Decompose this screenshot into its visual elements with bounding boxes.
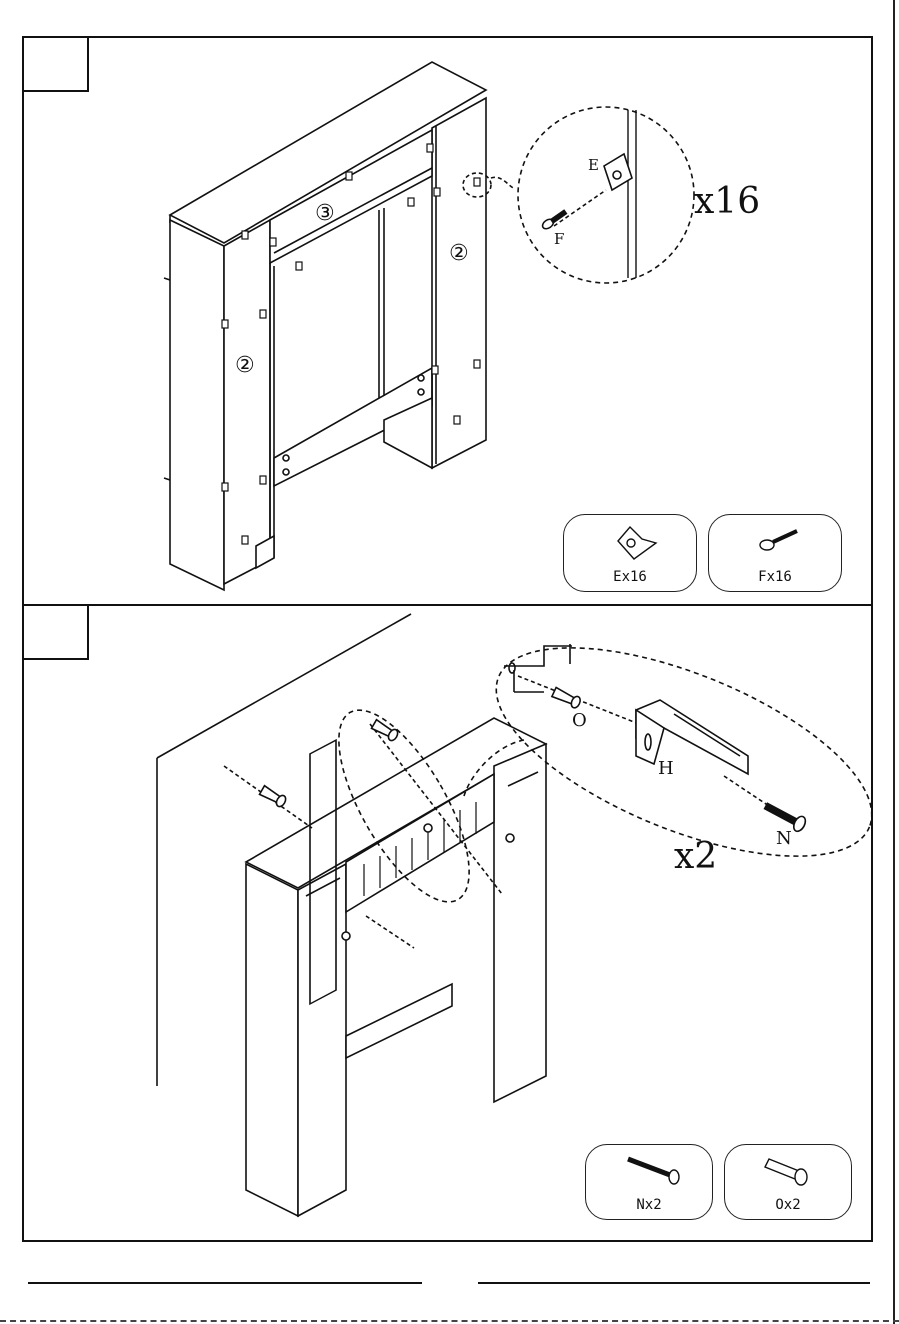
callout-label-bracket: E (588, 156, 599, 174)
part-chip-screw: Fx16 (708, 514, 842, 592)
quantity-multiplier: x16 (694, 181, 760, 222)
step-2-panel: O H N x2 Nx2 Ox2 (22, 604, 873, 1242)
page-edge-rule (893, 0, 895, 1324)
callout-label-screw: F (554, 230, 564, 248)
callout-label-bracket: H (658, 758, 674, 779)
panel-label-top: ③ (315, 201, 335, 226)
part-label: Nx2 (586, 1197, 712, 1213)
callout-label-anchor: O (572, 710, 587, 731)
quantity-multiplier: x2 (674, 836, 717, 877)
callout-label-screw: N (776, 828, 792, 849)
panel-label-right: ② (449, 241, 469, 266)
part-label: Ex16 (564, 569, 696, 585)
footer-rule-left (28, 1282, 422, 1284)
part-chip-long-screw: Nx2 (585, 1144, 713, 1220)
page-bottom-edge (0, 1320, 899, 1322)
part-label: Ox2 (725, 1197, 851, 1213)
part-label: Fx16 (709, 569, 841, 585)
panel-label-left: ② (235, 353, 255, 378)
part-chip-bracket: Ex16 (563, 514, 697, 592)
step-1-panel: ② ② ③ E F x16 Ex16 Fx16 (22, 36, 873, 606)
footer-rule-right (478, 1282, 870, 1284)
part-chip-wall-anchor: Ox2 (724, 1144, 852, 1220)
